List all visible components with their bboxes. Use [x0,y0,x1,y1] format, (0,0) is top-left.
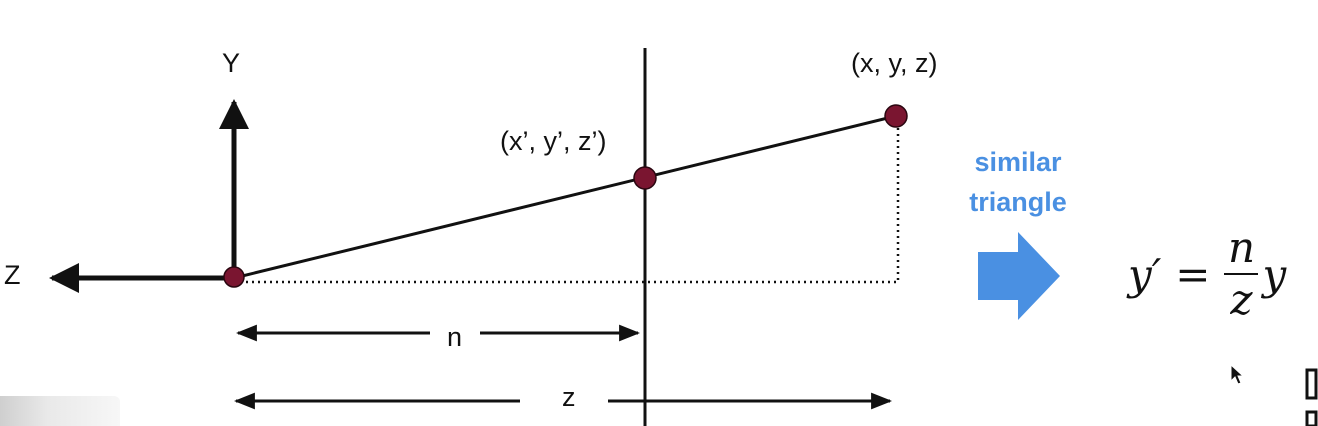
formula-equals: = [1175,249,1211,299]
webcam-thumbnail [0,396,120,426]
formula-lhs: y′ [1128,249,1162,299]
fraction-bar [1224,273,1259,275]
projection-formula: y′ = n z y [1128,222,1286,326]
projection-ray [233,114,897,280]
far-point [884,104,908,128]
n-dimension-label: n [441,324,469,351]
origin-point [223,266,245,288]
mouse-cursor-icon [1230,364,1245,385]
projected-point [633,166,657,190]
projected-point-label: (x’, y’, z’) [500,126,607,156]
caption-line-1: similar [974,147,1062,177]
edge-bracket-icon [1305,368,1318,426]
y-axis-label: Y [222,48,241,78]
formula-denominator: z [1230,275,1253,324]
formula-fraction: n z [1224,223,1259,324]
caption-line-2: triangle [969,187,1067,217]
right-arrow-icon [978,232,1060,320]
far-point-label: (x, y, z) [851,48,938,78]
similar-triangle-caption: similar triangle [945,142,1091,222]
z-axis-label: Z [4,260,21,290]
z-dimension-label: z [556,384,582,411]
formula-rhs: y [1262,249,1287,299]
formula-numerator: n [1227,223,1255,272]
